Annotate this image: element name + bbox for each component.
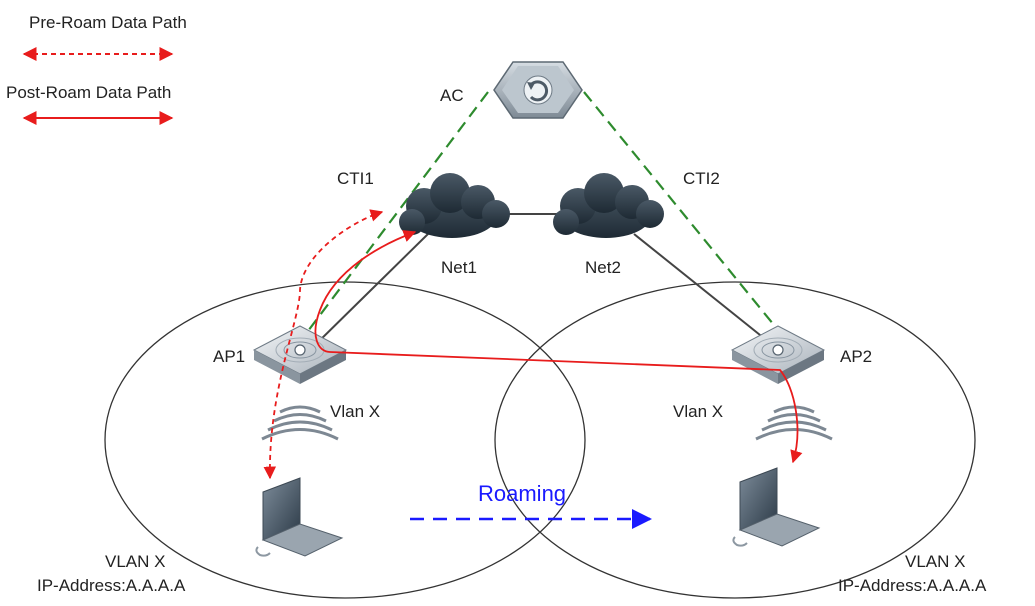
ap2-access-point-icon	[730, 325, 826, 384]
right-client-vlan-label: VLAN X	[905, 552, 965, 571]
left-cell-ellipse	[104, 281, 586, 599]
post-roam-data-path	[314, 230, 803, 464]
ap2-wireless-signal-icon	[755, 405, 833, 441]
right-client-ip-label: IP-Address:A.A.A.A	[838, 576, 987, 595]
left-laptop-icon	[255, 477, 344, 557]
net1-label: Net1	[441, 258, 477, 277]
net2-label: Net2	[585, 258, 621, 277]
legend-pre-roam-label: Pre-Roam Data Path	[29, 13, 187, 32]
left-cell-vlan-label: Vlan X	[330, 402, 380, 421]
left-client-vlan-label: VLAN X	[105, 552, 165, 571]
right-laptop-icon	[732, 467, 821, 547]
legend-post-roam-label: Post-Roam Data Path	[6, 83, 171, 102]
left-client-ip-label: IP-Address:A.A.A.A	[37, 576, 186, 595]
ap1-access-point-icon	[252, 325, 348, 384]
cti2-label: CTI2	[683, 169, 720, 188]
pre-roam-data-path	[263, 209, 384, 480]
roaming-label: Roaming	[478, 481, 566, 506]
ac-label: AC	[440, 86, 464, 105]
cti1-label: CTI1	[337, 169, 374, 188]
ap1-label: AP1	[213, 347, 245, 366]
ap2-label: AP2	[840, 347, 872, 366]
right-cell-ellipse	[494, 281, 976, 599]
net2-cloud-icon	[553, 173, 664, 238]
right-cell-vlan-label: Vlan X	[673, 402, 723, 421]
ac-controller-icon	[493, 61, 583, 119]
net1-cloud-icon	[399, 173, 510, 238]
